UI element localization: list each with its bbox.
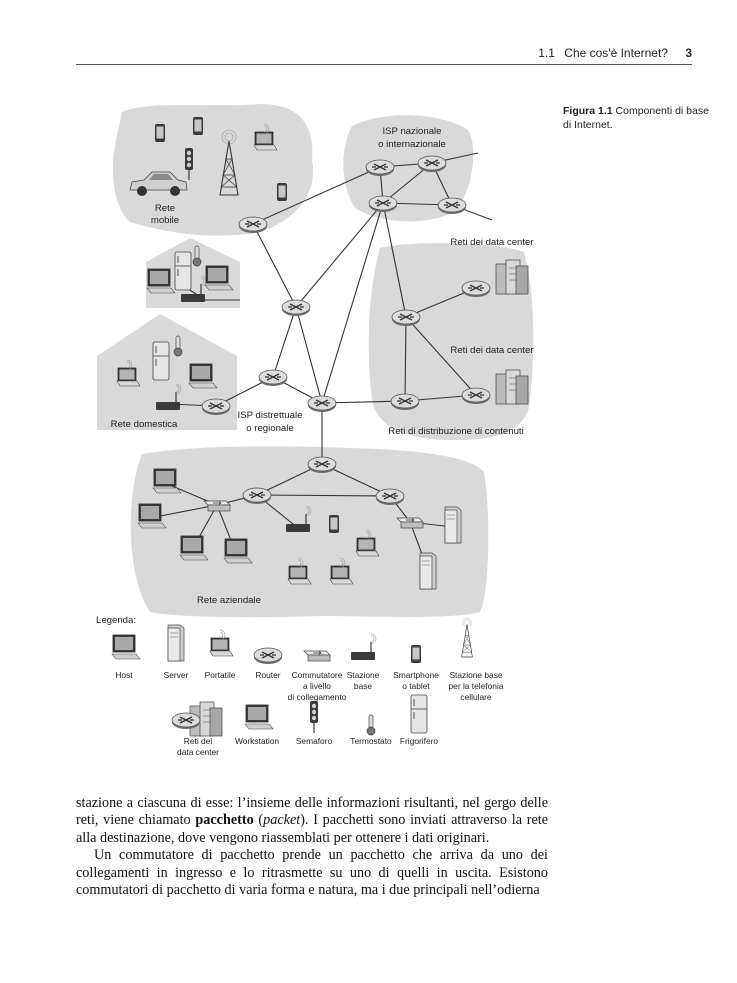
router-enterprise-1 [307, 456, 337, 474]
router-regional-1 [258, 369, 288, 387]
legend-label-datacenter-1: Reti dei [184, 736, 213, 746]
isp-national-label-2: o internazionale [378, 139, 446, 150]
term-packet: packet [263, 812, 301, 829]
legend-label-tower-1: Stazione base [449, 670, 502, 680]
mobile-network-label-2: mobile [151, 215, 179, 226]
legend-label-laptop: Portatile [205, 670, 236, 680]
legend-label-tower-2: per la telefonia [449, 681, 504, 691]
smartphone-icon [411, 645, 421, 663]
fridge-icon [410, 694, 428, 734]
isp-national-label-1: ISP nazionale [382, 126, 441, 137]
legend-labels: Host Server Portatile Router Commutatore… [115, 670, 503, 757]
legend-label-fridge: Frigorifero [400, 736, 439, 746]
router-icon [253, 647, 283, 665]
smartphone-icon [155, 124, 165, 142]
server-icon [419, 552, 437, 590]
paragraph-1: stazione a ciascuna di esse: l’insieme d… [76, 795, 548, 847]
legend-label-traffic-light: Semaforo [296, 736, 333, 746]
link-switch-icon [203, 500, 231, 512]
link-switch-icon [303, 650, 331, 662]
base-station-icon [350, 633, 377, 661]
fridge-icon [174, 251, 192, 291]
figure-caption-label: Figura 1.1 [563, 105, 613, 117]
legend-label-smartphone-1: Smartphone [393, 670, 439, 680]
smartphone-icon [193, 117, 203, 135]
tablet-icon [329, 515, 339, 533]
link-switch-icon [396, 517, 424, 529]
legend-title: Legenda: [96, 615, 136, 626]
legend-label-base-2: base [354, 681, 373, 691]
legend-label-datacenter-2: data center [177, 747, 219, 757]
thermostat-icon [366, 714, 376, 736]
legend-label-workstation: Workstation [235, 736, 279, 746]
fridge-icon [152, 341, 170, 381]
router-cdn [390, 393, 420, 411]
internet-components-figure: Rete mobile ISP nazionale o internaziona… [96, 104, 534, 757]
cell-tower-icon [461, 617, 473, 658]
legend-label-switch-2: a livello [303, 681, 331, 691]
section-number: 1.1 [538, 46, 555, 60]
router-home [201, 398, 231, 416]
legend-label-switch-3: di collegamento [288, 692, 347, 702]
router-core [281, 299, 311, 317]
isp-national-region [343, 115, 474, 222]
legend-label-tower-3: cellulare [460, 692, 492, 702]
term-pacchetto: pacchetto [195, 812, 254, 829]
paragraph-2: Un commutatore di pacchetto prende un pa… [76, 847, 548, 899]
figure-caption-text: Componenti di base di Internet. [563, 105, 709, 131]
router-datacenter-3 [461, 387, 491, 405]
datacenter-region [368, 243, 534, 440]
datacenter-label-2: Reti dei data center [450, 345, 534, 356]
legend-label-base-1: Stazione [347, 670, 380, 680]
mobile-network-region [112, 104, 314, 236]
figure-caption: Figura 1.1 Componenti di base di Interne… [563, 104, 713, 132]
smartphone-icon [277, 183, 287, 201]
router-isp-4 [437, 197, 467, 215]
router-mobile [238, 216, 268, 234]
legend-label-thermostat: Termostato [350, 736, 392, 746]
router-datacenter-2 [461, 280, 491, 298]
section-title: Che cos'è Internet? [564, 46, 668, 60]
home-network-label: Rete domestica [111, 419, 178, 430]
paragraph-1-part-2: ( [253, 812, 264, 829]
mobile-network-label-1: Rete [155, 203, 175, 214]
datacenter-label-1: Reti dei data center [450, 237, 534, 248]
legend-label-server: Server [164, 670, 189, 680]
router-icon [171, 712, 201, 730]
legend-label-switch-1: Commutatore [292, 670, 343, 680]
router-datacenter-1 [391, 309, 421, 327]
paragraph-1-part-1: stazione a ciascuna di esse: l’insieme d… [76, 795, 548, 829]
workstation-icon [244, 704, 274, 730]
legend-label-host: Host [115, 670, 133, 680]
content-distribution-label: Reti di distribuzione di contenuti [388, 426, 523, 437]
router-regional-2 [307, 395, 337, 413]
router-isp-2 [417, 155, 447, 173]
router-enterprise-3 [375, 488, 405, 506]
server-icon [167, 624, 185, 662]
isp-regional-label-1: ISP distrettuale [238, 410, 303, 421]
enterprise-network-label: Rete aziendale [197, 595, 261, 606]
router-isp-1 [365, 159, 395, 177]
legend-label-router: Router [255, 670, 280, 680]
router-enterprise-2 [242, 487, 272, 505]
host-icon [111, 634, 141, 660]
laptop-icon [209, 629, 234, 657]
isp-regional-label-2: o regionale [246, 423, 293, 434]
traffic-light-icon [309, 700, 319, 734]
legend-label-smartphone-2: o tablet [402, 681, 430, 691]
paragraph-1-part-3: ). I pacchetti sono inviati attraverso l… [76, 812, 548, 846]
body-text: stazione a ciascuna di esse: l’insieme d… [76, 795, 548, 899]
router-isp-3 [368, 195, 398, 213]
server-icon [444, 506, 462, 544]
running-header: 1.1 Che cos'è Internet? 3 [76, 46, 692, 65]
page-number: 3 [685, 46, 692, 60]
